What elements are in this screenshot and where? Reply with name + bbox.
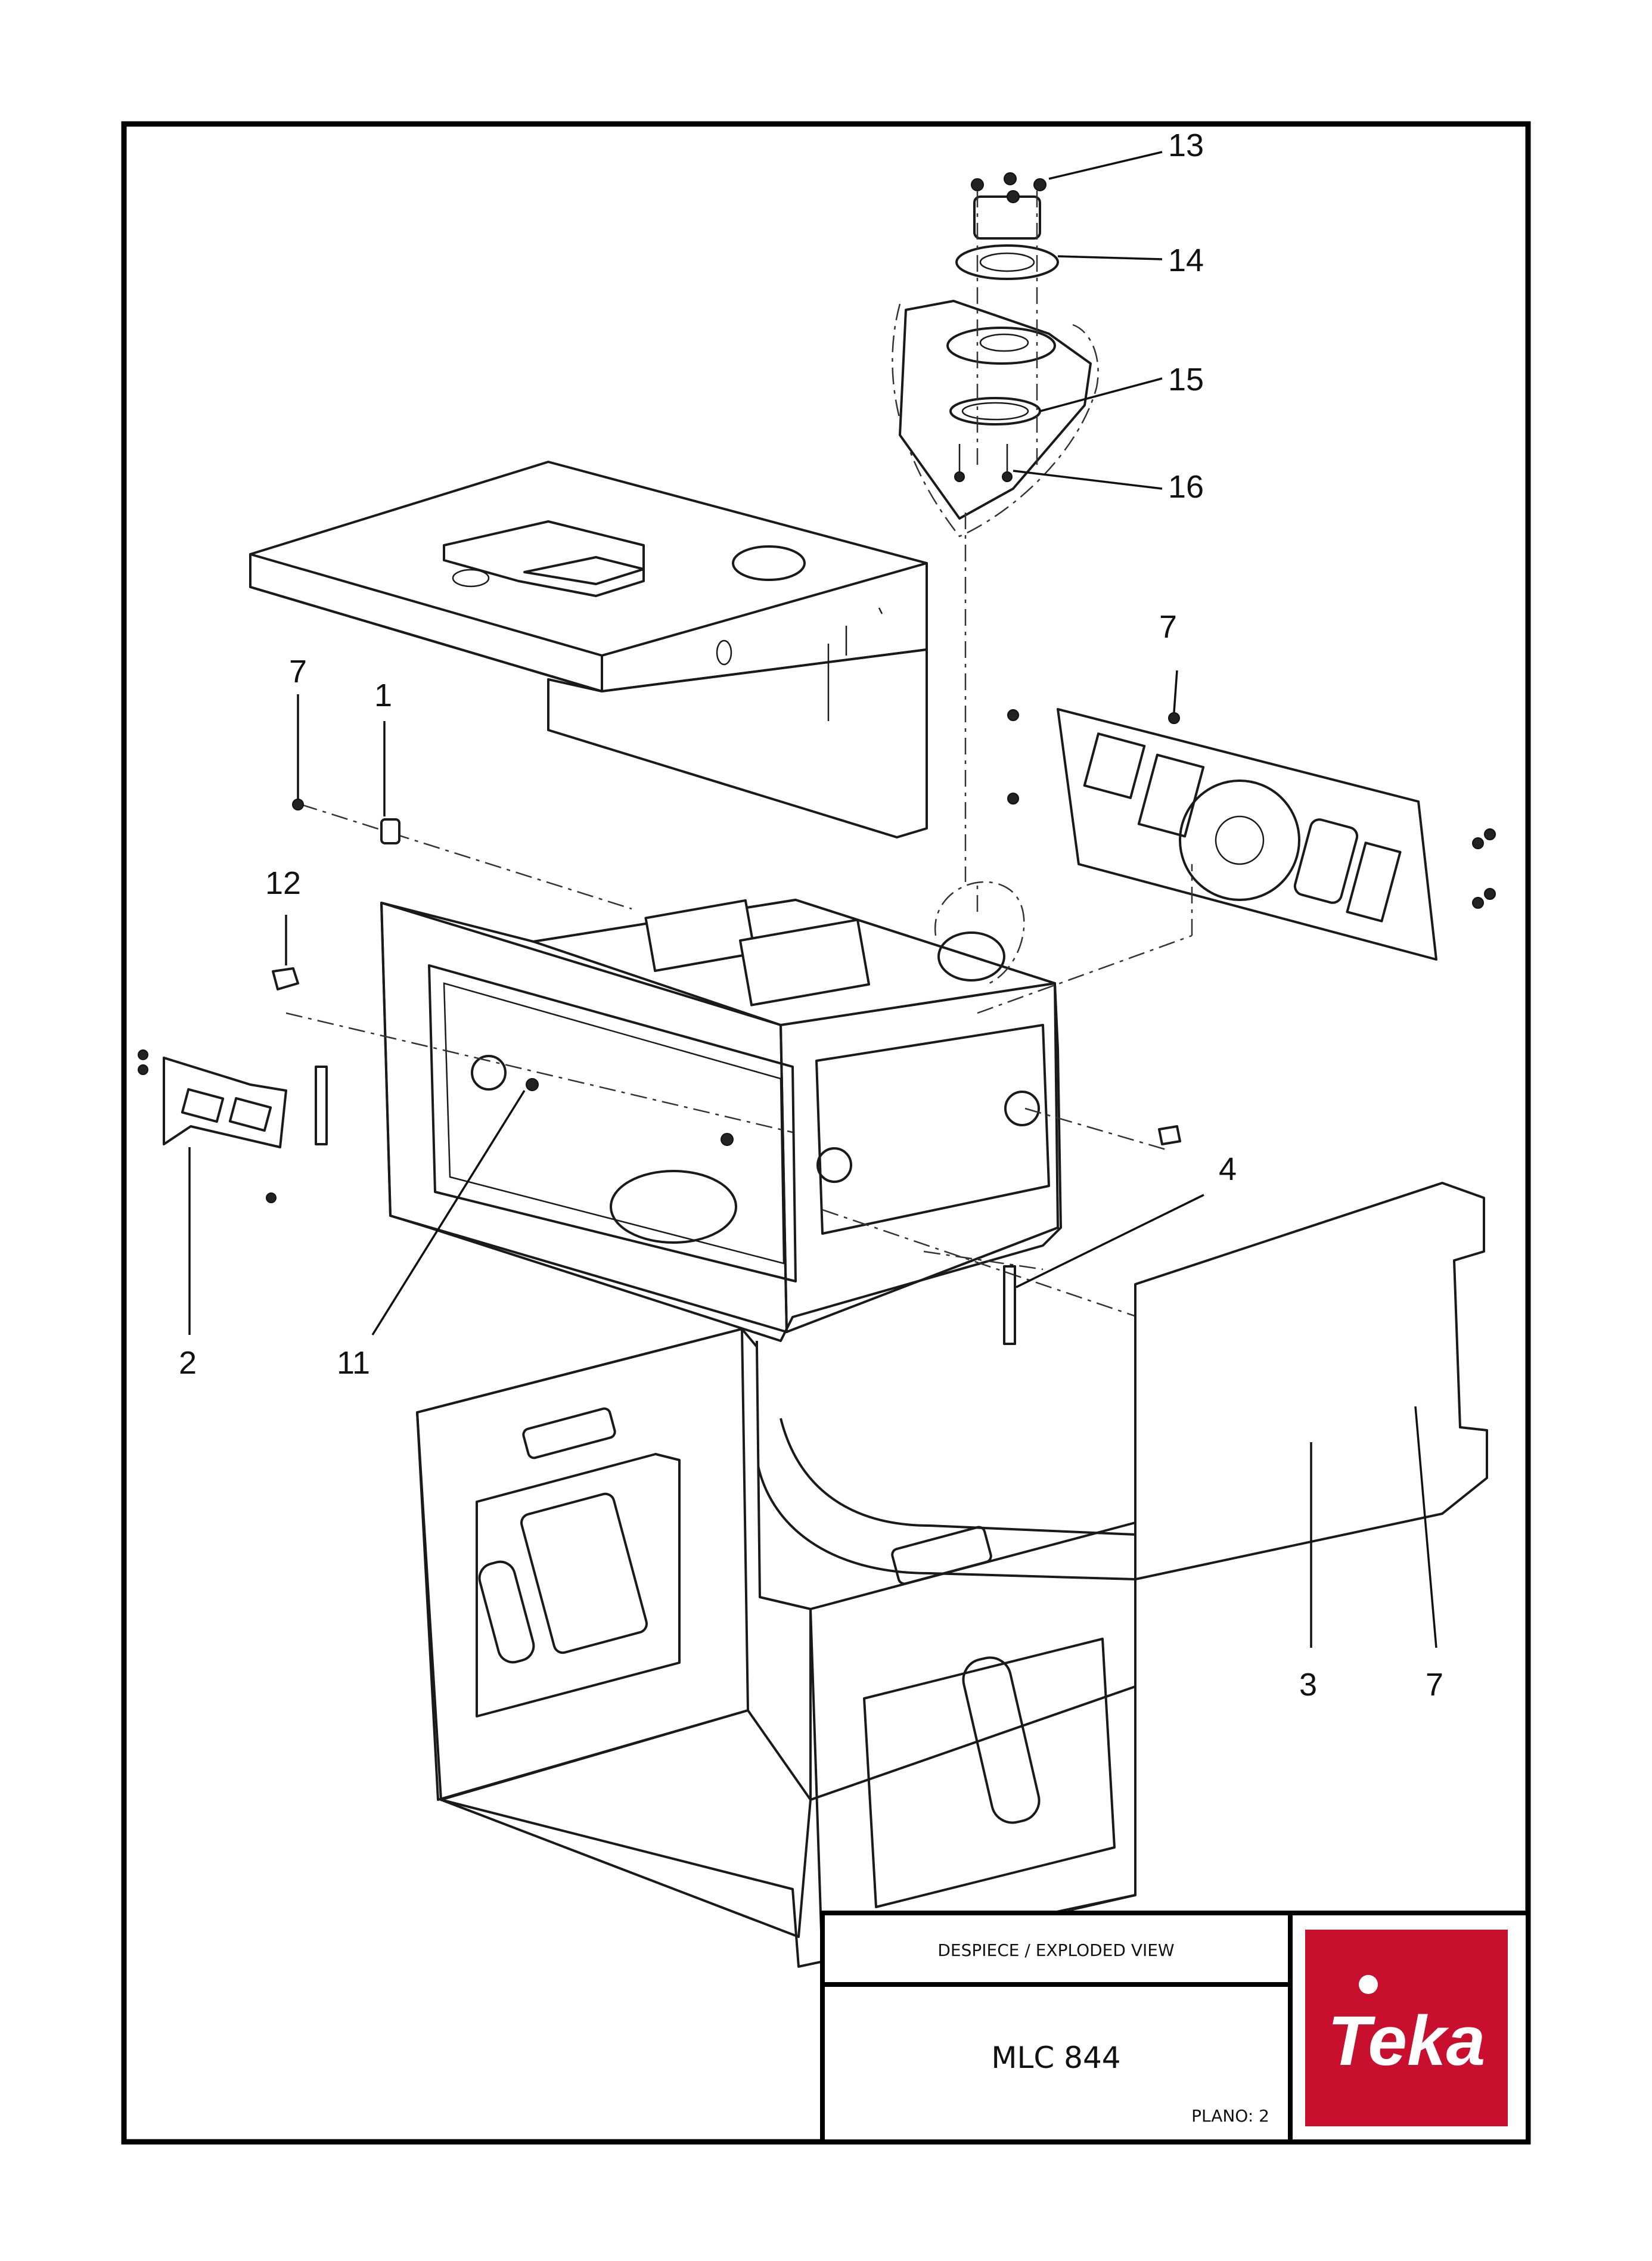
callout-14: 14 [1168,243,1204,278]
callout-13: 13 [1168,128,1204,163]
callout-3: 3 [1299,1667,1317,1703]
callout-numbers: 13 14 15 16 7 1 7 12 4 2 11 3 7 [179,128,1443,1703]
left-bracket [138,1049,287,1203]
model-name: MLC 844 [991,2041,1120,2075]
callout-7-top-left: 7 [289,654,307,690]
title-heading: DESPIECE / EXPLODED VIEW [937,1940,1174,1960]
callout-1: 1 [374,678,392,713]
callout-16: 16 [1168,469,1204,505]
oven-cavity [380,881,1062,1342]
rear-mounting-plate [1007,708,1496,961]
top-cover-panel [249,461,928,838]
callout-7-top-right: 7 [1159,609,1177,645]
outer-casing [416,1328,1136,1968]
callout-12: 12 [265,865,301,901]
callout-11: 11 [337,1345,370,1381]
callout-7-bottom-right: 7 [1426,1667,1443,1703]
callout-4: 4 [1219,1151,1237,1187]
teka-logo-wordmark: Teka [1328,2002,1486,2080]
front-trim-panel [756,1182,1488,1580]
callout-15: 15 [1168,362,1204,397]
callout-2: 2 [179,1345,197,1381]
magnetron-detail-inset [892,172,1099,882]
title-block: DESPIECE / EXPLODED VIEW MLC 844 PLANO: … [820,1911,1530,2144]
teka-logo: Teka [1305,1930,1508,2126]
callout-leaders [188,151,1437,1648]
sheet-number: PLANO: 2 [1191,2106,1269,2126]
